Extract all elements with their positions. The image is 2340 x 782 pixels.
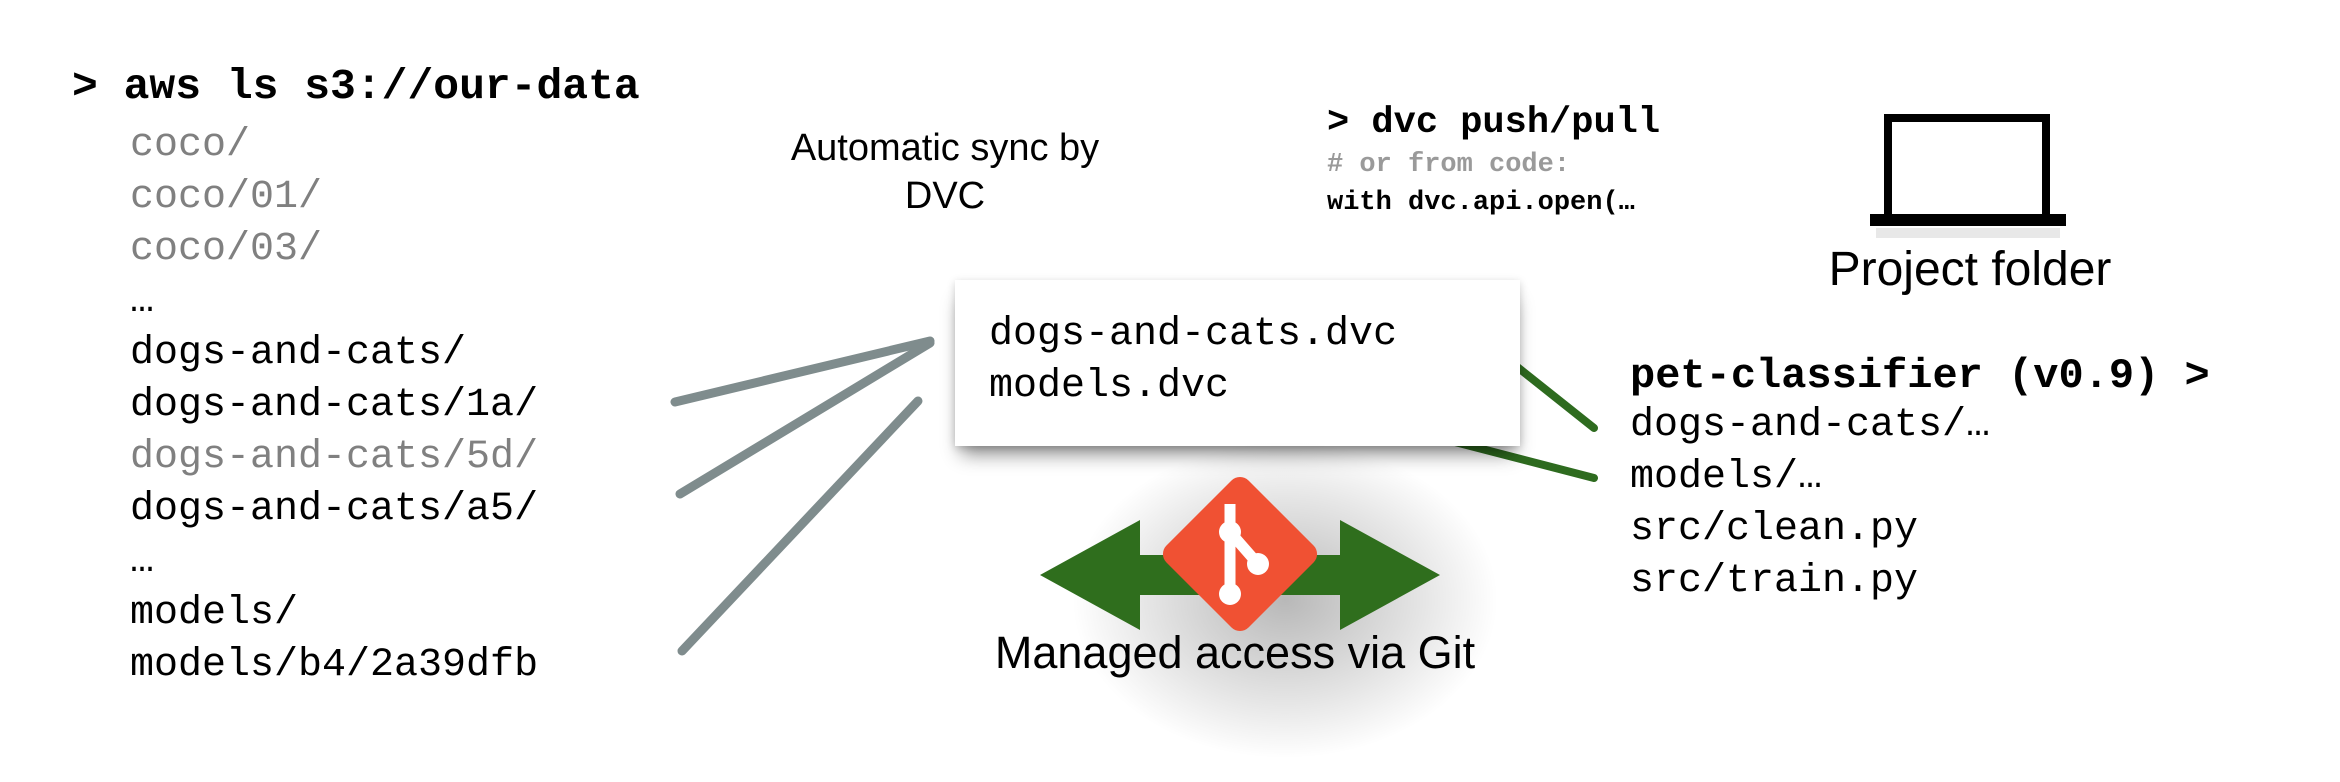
s3-list-item: dogs-and-cats/: [130, 331, 467, 376]
git-caption: Managed access via Git: [994, 627, 1476, 678]
s3-list-item: coco/03/: [130, 227, 323, 272]
git-shadow: [1070, 440, 1500, 760]
dvc-file-dogs-and-cats: dogs-and-cats.dvc: [989, 312, 1398, 357]
dvc-files-card: dogs-and-cats.dvc models.dvc: [955, 280, 1520, 446]
project-folder-label: Project folder: [1828, 243, 2112, 296]
link-line-dogs-and-cats: [1507, 358, 1598, 432]
connector-line-a5: [675, 338, 935, 499]
s3-list-item: models/b4/2a39dfb: [130, 643, 539, 688]
s3-list-item: …: [130, 279, 155, 324]
project-list-item: src/train.py: [1630, 559, 1919, 604]
code-comment: # or from code:: [1327, 150, 1571, 180]
s3-list-item: models/: [130, 591, 299, 636]
s3-listing: coco/coco/01/coco/03/ … dogs-and-cats/dogs…: [130, 120, 538, 692]
git-logo-icon: [1040, 476, 1440, 632]
s3-list-item: dogs-and-cats/5d/: [130, 435, 539, 480]
code-snippet: with dvc.api.open(…: [1327, 188, 1635, 218]
s3-list-item: dogs-and-cats/1a/: [130, 383, 539, 428]
project-list-item: src/clean.py: [1630, 507, 1919, 552]
project-command: pet-classifier (v0.9) >: [1630, 352, 2210, 400]
dvc-file-models: models.dvc: [989, 364, 1230, 409]
s3-list-item: …: [130, 539, 155, 584]
connector-line-1a: [670, 336, 935, 407]
s3-list-item: dogs-and-cats/a5/: [130, 487, 539, 532]
connector-line-models: [677, 396, 923, 656]
s3-list-item: coco/01/: [130, 175, 323, 220]
project-list-item: models/…: [1630, 455, 1823, 500]
project-listing: dogs-and-cats/… models/… src/clean.py src/t…: [1630, 400, 1990, 608]
s3-list-item: coco/: [130, 123, 251, 168]
dvc-push-command: > dvc push/pull: [1327, 102, 1661, 144]
laptop-icon: [1870, 114, 2066, 238]
s3-list-command: > aws ls s3://our-data: [72, 62, 640, 111]
project-list-item: dogs-and-cats/…: [1630, 403, 1991, 448]
sync-caption: Automatic sync by DVC: [790, 127, 1100, 217]
